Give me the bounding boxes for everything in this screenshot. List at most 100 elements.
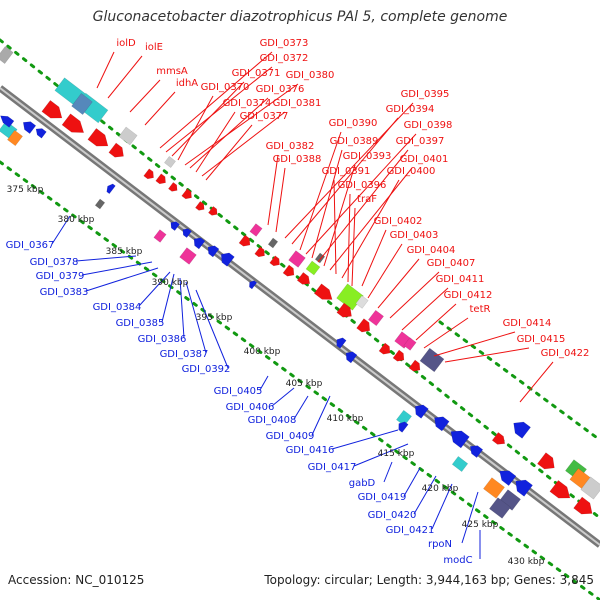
backbone-highlight — [0, 87, 600, 546]
leader-line-forward — [171, 81, 245, 157]
purple-feature — [419, 347, 445, 373]
leader-line-forward — [205, 124, 253, 181]
gene-label-forward: traF — [357, 194, 377, 205]
scale-tick-label: 385 kbp — [106, 247, 143, 257]
gene-label-reverse: GDI_0417 — [308, 462, 357, 473]
gene-feature — [499, 470, 517, 486]
feature-shape — [537, 452, 555, 470]
gene-feature — [345, 351, 358, 364]
gene-feature — [491, 432, 506, 445]
scale-tick-label: 380 kbp — [58, 215, 95, 225]
gene-label-forward: GDI_0376 — [256, 84, 305, 95]
gene-label-reverse: rpoN — [428, 539, 452, 550]
leader-line-forward — [351, 207, 356, 287]
feature-shape — [41, 100, 63, 119]
leader-line-forward — [96, 51, 115, 89]
feature-shape — [181, 188, 192, 200]
gene-label-forward: GDI_0388 — [273, 154, 322, 165]
gene-label-reverse: GDI_0421 — [386, 525, 435, 536]
feature-shape — [269, 255, 280, 267]
feature-shape — [193, 237, 206, 250]
leader-line-forward — [144, 91, 176, 126]
gene-feature — [87, 128, 109, 147]
dotted-guide — [0, 160, 600, 600]
magenta-feature — [368, 309, 384, 327]
gene-feature — [143, 168, 154, 180]
gene-feature — [336, 302, 352, 318]
gene-label-reverse: modC — [443, 555, 472, 566]
feature-shape — [499, 470, 517, 486]
leader-line-forward — [129, 79, 161, 113]
feature-shape — [153, 229, 167, 243]
gene-feature — [108, 142, 124, 158]
gene-feature — [355, 295, 369, 309]
gene-feature — [408, 359, 421, 372]
feature-shape — [336, 337, 347, 349]
scale-tick-label: 410 kbp — [327, 414, 364, 424]
gene-feature — [220, 252, 235, 267]
feature-shape — [515, 479, 533, 497]
feature-shape — [451, 456, 469, 472]
gene-feature — [249, 280, 258, 290]
feature-shape — [419, 347, 445, 373]
feature-shape — [238, 234, 251, 247]
scale-tick-label: 425 kbp — [462, 520, 499, 530]
feature-shape — [336, 302, 352, 318]
gene-label-forward: GDI_0394 — [386, 104, 435, 115]
feature-shape — [267, 237, 279, 249]
accession-text: Accession: NC_010125 — [8, 573, 145, 587]
leader-line-forward — [299, 131, 342, 251]
feature-shape — [0, 46, 14, 64]
gene-label-forward: GDI_0382 — [266, 141, 315, 152]
label-lines — [51, 51, 554, 559]
leader-line-forward — [305, 133, 417, 255]
leader-line-forward — [401, 287, 449, 331]
feature-shape — [378, 342, 391, 355]
leader-line-forward — [189, 97, 269, 169]
magenta-feature — [288, 250, 306, 268]
feature-shape — [313, 283, 333, 300]
feature-shape — [392, 349, 405, 362]
lime-feature — [305, 260, 321, 276]
feature-shape — [314, 252, 326, 264]
gene-feature — [182, 228, 192, 238]
feature-shape — [573, 496, 593, 515]
gene-feature — [398, 421, 409, 433]
feature-shape — [182, 228, 192, 238]
gene-feature — [41, 100, 63, 119]
gene-label-forward: GDI_0377 — [240, 111, 289, 122]
gene-label-reverse: GDI_0384 — [93, 302, 142, 313]
leader-line-reverse — [195, 289, 229, 369]
gene-feature — [0, 115, 15, 128]
gene-feature — [296, 272, 311, 285]
feature-shape — [118, 126, 138, 146]
map-title: Gluconacetobacter diazotrophicus PAl 5, … — [92, 9, 508, 25]
leader-line-reverse — [353, 443, 409, 467]
feature-shape — [164, 156, 176, 168]
gene-label-forward: GDI_0396 — [338, 180, 387, 191]
feature-shape — [207, 245, 220, 258]
leader-line-forward — [159, 51, 273, 149]
gene-feature — [336, 337, 347, 349]
gene-feature — [208, 206, 218, 216]
leader-line-reverse — [461, 491, 479, 544]
leader-line-reverse — [185, 281, 207, 354]
gene-label-forward: GDI_0415 — [517, 334, 566, 345]
gene-feature — [155, 173, 166, 185]
feature-shape — [168, 182, 178, 192]
feature-shape — [170, 221, 180, 231]
scale-tick-label: 405 kbp — [286, 379, 323, 389]
gene-feature — [513, 421, 531, 439]
feature-shape — [499, 489, 521, 511]
gene-label-reverse: GDI_0406 — [226, 402, 275, 413]
gene-feature — [207, 245, 220, 258]
gene-label-forward: GDI_0372 — [260, 53, 309, 64]
gene-feature — [580, 476, 600, 500]
gene-label-reverse: GDI_0379 — [36, 271, 85, 282]
leader-line-reverse — [413, 475, 437, 515]
orange-feature — [7, 129, 23, 147]
gene-label-forward: GDI_0390 — [329, 118, 378, 129]
gene-feature — [434, 416, 450, 432]
